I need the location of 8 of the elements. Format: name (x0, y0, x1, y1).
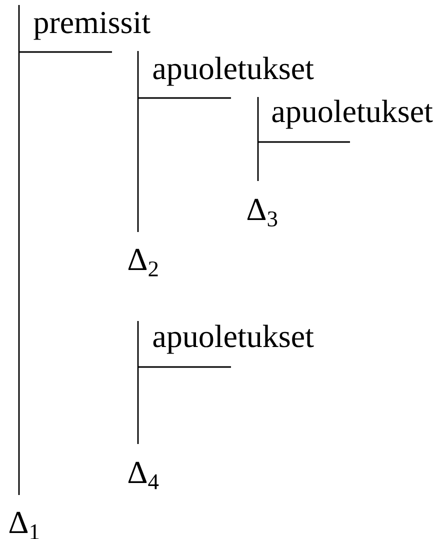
formula-label: Δ$_{4}$ (128, 462, 159, 490)
formula-label: Δ$_{1}$ (9, 512, 39, 539)
formula-label: Δ$_{3}$ (247, 198, 278, 226)
formula-label: premissit (34, 12, 150, 40)
formula-label: apuoletukset (272, 100, 433, 129)
formula-label: apuoletukset (153, 56, 314, 86)
formula-label: Δ$_{2}$ (128, 248, 158, 276)
formula-label: apuoletukset (153, 324, 314, 354)
